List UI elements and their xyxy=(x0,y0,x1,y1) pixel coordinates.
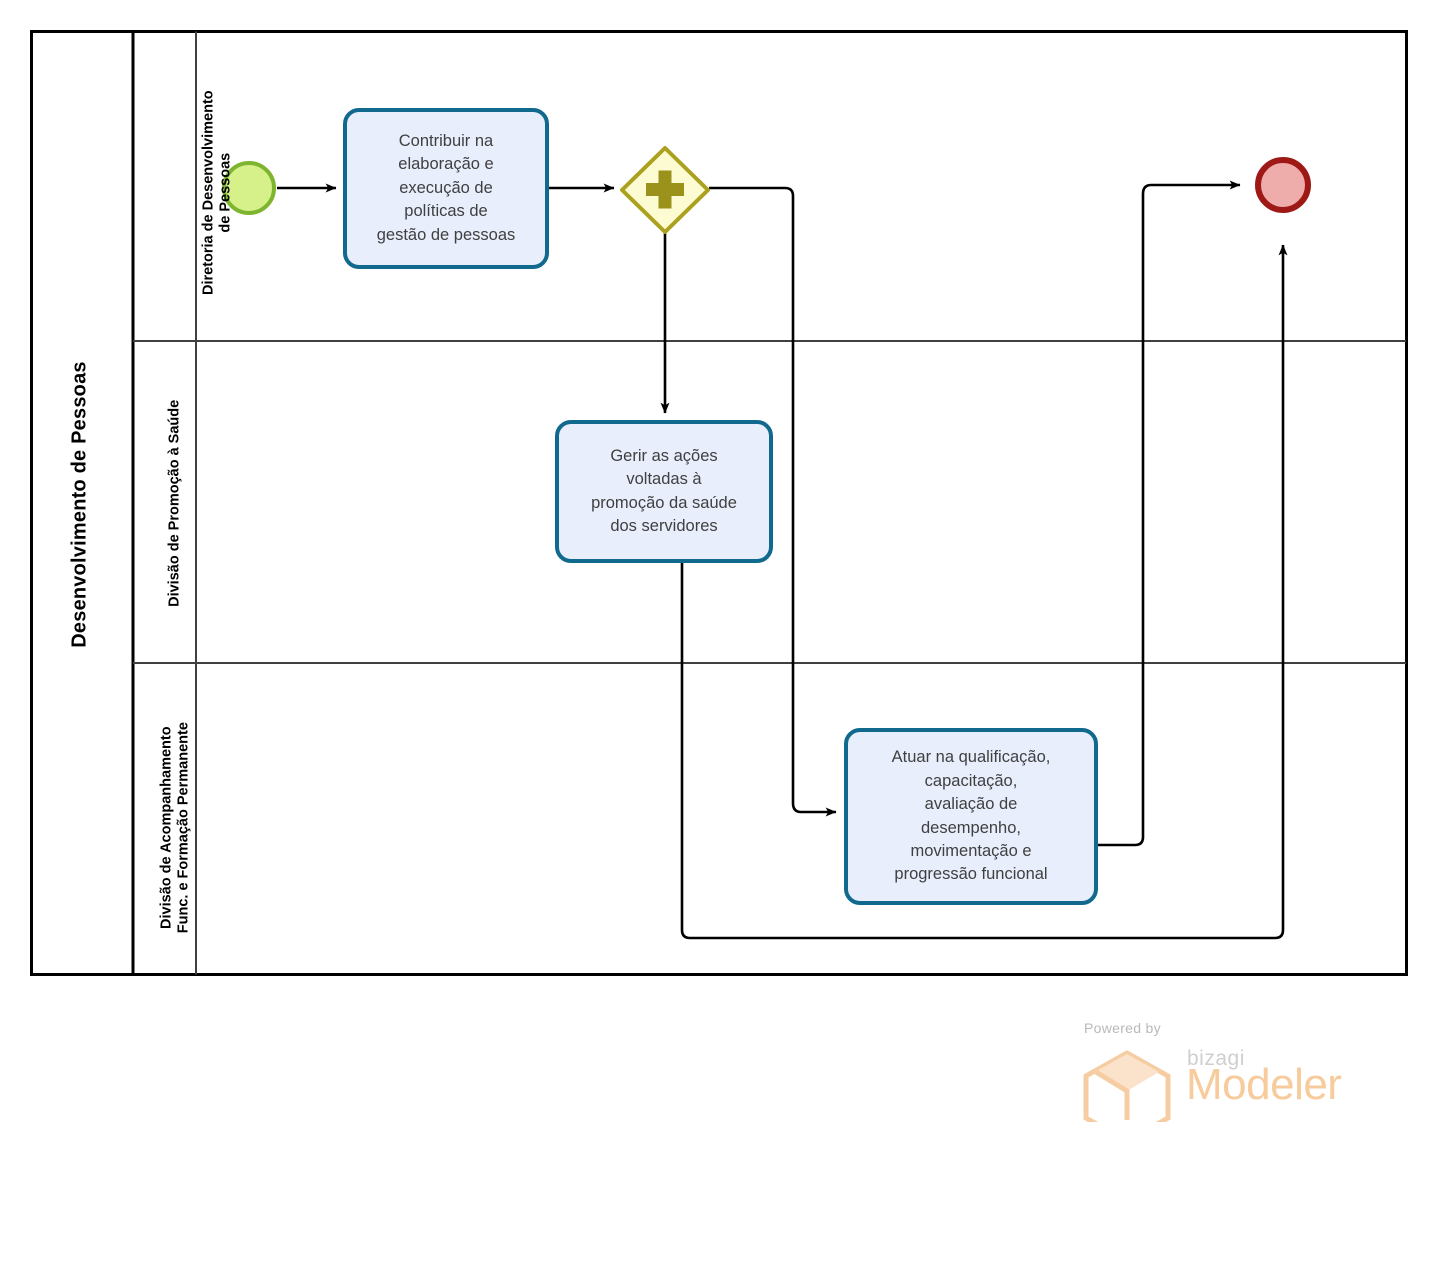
end-event[interactable] xyxy=(1255,157,1311,213)
bizagi-modeler-logo: Powered by bizagi Modeler xyxy=(1080,1020,1342,1122)
task-politicas[interactable] xyxy=(343,108,549,269)
bizagi-hexagon-icon xyxy=(1083,1050,1171,1122)
flow-gateway-to-task3 xyxy=(709,186,837,817)
start-event[interactable] xyxy=(222,161,276,215)
modeler-wordmark: Modeler xyxy=(1186,1060,1342,1109)
flow-task2-to-end xyxy=(680,244,1288,940)
bizagi-wordmark: bizagi xyxy=(1187,1047,1245,1070)
flow-task3-to-end xyxy=(1096,180,1241,847)
task-qualificacao[interactable] xyxy=(844,728,1098,905)
task-saude[interactable] xyxy=(555,420,773,563)
gateway-plus-icon xyxy=(646,170,684,209)
parallel-gateway[interactable] xyxy=(620,146,710,234)
sequence-flows xyxy=(277,180,1288,940)
powered-by-label: Powered by xyxy=(1084,1020,1161,1036)
